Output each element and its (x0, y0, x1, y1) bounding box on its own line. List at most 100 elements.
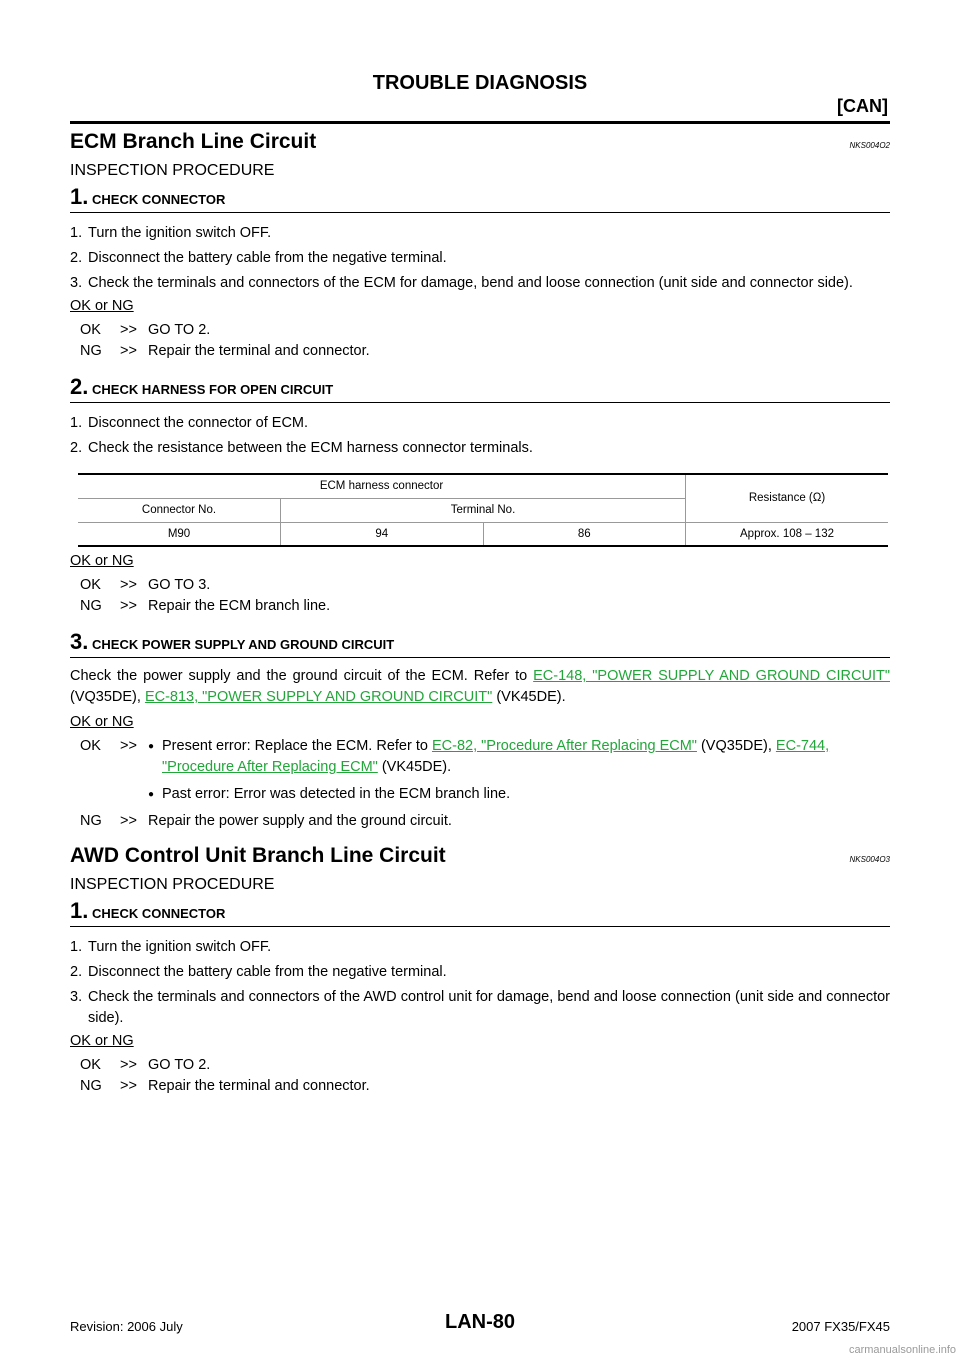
text: Past error: Error was detected in the EC… (162, 786, 511, 802)
sub-heading: INSPECTION PROCEDURE (70, 162, 275, 179)
table-header-row: Connector No. Terminal No. (78, 498, 888, 523)
result-ok: OK >> GO TO 3. (80, 575, 890, 596)
result-ng: NG>>Repair the power supply and the grou… (80, 811, 890, 832)
section-heading-ecm: ECM Branch Line Circuit NKS004O2 (70, 130, 890, 154)
list-item: 2. Check the resistance between the ECM h… (70, 438, 890, 459)
footer-page-number: LAN-80 (444, 1311, 515, 1333)
result-key: OK (80, 738, 101, 754)
list-item: 1.Disconnect the connector of ECM. (70, 413, 890, 434)
bullet-list: ●Present error: Replace the ECM. Refer t… (148, 736, 890, 811)
section-heading-awd: AWD Control Unit Branch Line Circuit NKS… (70, 844, 890, 868)
text: (VQ35DE), (696, 738, 776, 754)
arrow: >> (120, 343, 137, 359)
arrow: >> (120, 1057, 137, 1073)
list-item: 1.Turn the ignition switch OFF. (70, 937, 890, 958)
result-key: NG (80, 343, 102, 359)
step-heading: 2. CHECK HARNESS FOR OPEN CIRCUIT (70, 374, 890, 403)
bullet-icon: ● (148, 789, 155, 800)
ok-or-ng-label: OK or NG (70, 553, 134, 569)
result-key: NG (80, 1078, 102, 1094)
bullet-item: ● Past error: Error was detected in the E… (148, 784, 890, 805)
result-ok: OK>>GO TO 2. (80, 320, 890, 341)
list-item: 3.Check the terminals and connectors of … (70, 987, 890, 1029)
section-code: NKS004O2 (849, 141, 890, 150)
list-item: 3.Check the terminals and connectors of … (70, 273, 890, 294)
list-item: 2. Disconnect the battery cable from the … (70, 248, 890, 269)
arrow: >> (120, 322, 137, 338)
results: OK >> GO TO 3. NG >> Repair the ECM branch l… (70, 575, 890, 617)
reference-link[interactable]: EC-813, "POWER SUPPLY AND GROUND CIRCUIT… (144, 689, 493, 705)
bullet-icon: ● (148, 741, 155, 752)
result-ng: NG>>Repair the terminal and connector. (80, 1076, 890, 1097)
section-title: ECM Branch Line Circuit (70, 130, 317, 153)
item-text: Turn the ignition switch OFF. (88, 939, 272, 955)
table-cell: M90 (78, 522, 281, 547)
table-cell: 86 (482, 522, 686, 547)
item-text: Disconnect the connector of ECM. (88, 415, 309, 431)
reference-link[interactable]: EC-744, "Procedure After Replacing ECM" (162, 738, 830, 775)
table-header-row: ECM harness connector Resistance (Ω) (78, 473, 888, 523)
item-number: 2. (70, 964, 83, 980)
header-rule (70, 121, 890, 124)
arrow: >> (120, 577, 137, 593)
result-ok: OK >> ●Present error: Replace the ECM. R… (80, 736, 890, 811)
group-header: ECM harness connector (78, 473, 686, 499)
section-title: AWD Control Unit Branch Line Circuit (70, 844, 446, 867)
ok-or-ng-label: OK or NG (70, 1033, 134, 1049)
reference-link[interactable]: EC-148, "POWER SUPPLY AND GROUND CIRCUIT… (533, 668, 890, 684)
item-number: 1. (70, 225, 83, 241)
step-heading: 3. CHECK POWER SUPPLY AND GROUND CIRCUIT (70, 629, 890, 658)
result-key: NG (80, 813, 102, 829)
reference-link[interactable]: EC-82, "Procedure After Replacing ECM" (431, 738, 697, 754)
terminal-header: Terminal No. (280, 498, 686, 523)
list-item: 2. Disconnect the battery cable from the … (70, 962, 890, 983)
arrow: >> (120, 1078, 137, 1094)
table-cell: Approx. 108 – 132 (685, 522, 888, 547)
resistance-header: Resistance (Ω) (685, 473, 888, 523)
table-cell: 94 (280, 522, 483, 547)
item-text: Turn the ignition switch OFF. (88, 225, 272, 241)
watermark: carmanualsonline.info (848, 1344, 956, 1356)
list-item: 1. Turn the ignition switch OFF. (70, 223, 890, 244)
step-title: CHECK CONNECTOR (92, 906, 226, 921)
step-heading: 1. CHECK CONNECTOR (70, 184, 890, 213)
step-title: CHECK CONNECTOR (92, 192, 226, 207)
procedure-list: 1.Turn the ignition switch OFF. 2. Discon… (70, 937, 890, 1029)
step-number: 1. (70, 184, 89, 209)
step-number: 2. (70, 374, 89, 399)
page-content: ECM Branch Line Circuit NKS004O2 INSPECT… (70, 128, 890, 1109)
text: Check the power supply and the ground ci… (70, 668, 534, 684)
result-ng: NG >> Repair the ECM branch line. (80, 596, 890, 617)
item-number: 3. (70, 989, 83, 1005)
table-row: M90 94 86 Approx. 108 – 132 (78, 522, 888, 547)
result-text: GO TO 2. (148, 1057, 211, 1073)
item-text: Disconnect the battery cable from the ne… (88, 964, 447, 980)
result-text: GO TO 3. (148, 577, 211, 593)
section-tag: [CAN] (837, 96, 888, 116)
result-text: GO TO 2. (148, 322, 211, 338)
item-number: 3. (70, 275, 83, 291)
item-text: Check the resistance between the ECM har… (88, 440, 533, 456)
result-text: Repair the terminal and connector. (148, 343, 370, 359)
step-number: 1. (70, 898, 89, 923)
footer-model: 2007 FX35/FX45 (791, 1319, 890, 1334)
result-key: OK (80, 1057, 101, 1073)
result-ok: OK >> GO TO 2. (80, 1055, 890, 1076)
item-number: 2. (70, 250, 83, 266)
procedure-list: 1. Turn the ignition switch OFF. 2. Discon… (70, 223, 890, 294)
item-text: Disconnect the battery cable from the ne… (88, 250, 447, 266)
result-key: NG (80, 598, 102, 614)
results: OK>>GO TO 2. NG>>Repair the terminal and… (70, 320, 890, 362)
step-number: 3. (70, 629, 89, 654)
resistance-table: ECM harness connector Resistance (Ω) Con… (78, 473, 888, 547)
result-text: Repair the ECM branch line. (148, 598, 331, 614)
section-code: NKS004O3 (849, 855, 890, 864)
result-key: OK (80, 577, 101, 593)
item-number: 2. (70, 440, 83, 456)
arrow: >> (120, 598, 137, 614)
text: (VQ35DE), (70, 689, 145, 705)
reference-paragraph: Check the power supply and the ground ci… (70, 666, 890, 708)
results: OK >> ●Present error: Replace the ECM. R… (70, 736, 890, 832)
arrow: >> (120, 738, 137, 754)
footer-revision: Revision: 2006 July (70, 1319, 183, 1334)
